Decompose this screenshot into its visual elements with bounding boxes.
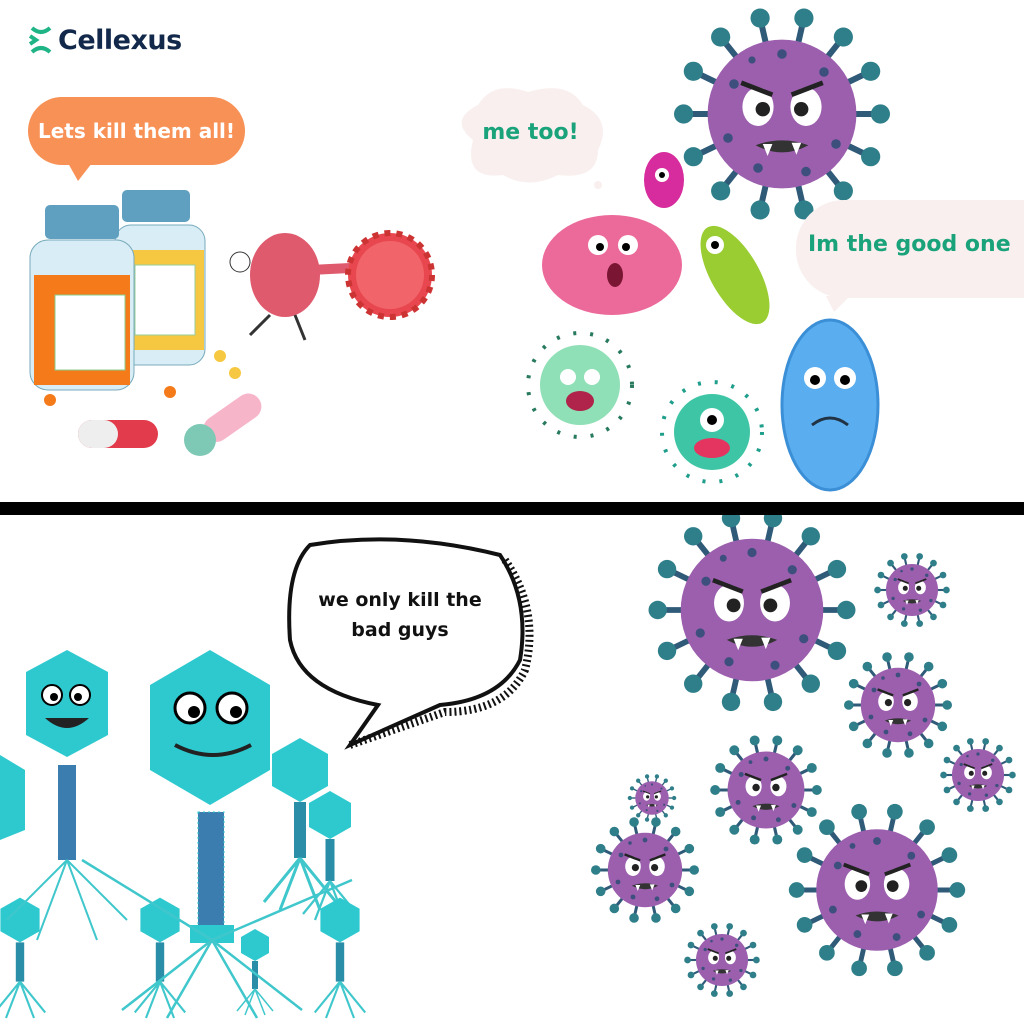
purple-virus-swarm <box>589 509 1017 998</box>
antibiotic-speech-bubble: Lets kill them all! <box>28 97 245 181</box>
comic-speech-bubble <box>287 537 525 750</box>
logo-mark-icon <box>28 26 52 54</box>
big-purple-virus-top <box>674 8 890 219</box>
thought-cloud <box>461 88 603 189</box>
teal-cyclops-virus <box>660 380 764 484</box>
antibody-fighter-illustration <box>229 230 435 341</box>
magenta-blob <box>644 152 684 208</box>
phage-speech-line-2: bad guys <box>351 619 449 641</box>
pill-bottles-illustration <box>29 190 262 456</box>
green-bacterium <box>700 225 770 325</box>
bacteriophages-illustration <box>0 650 367 1020</box>
good-bacteria-speech-bubble <box>796 200 1024 312</box>
thought-cloud-text: me too! <box>482 120 579 145</box>
antibiotic-speech-text: Lets kill them all! <box>37 119 236 143</box>
pink-bacterium <box>542 215 682 315</box>
comic-bubble-shadow <box>348 557 534 749</box>
phage-speech-line-1: we only kill the <box>318 589 482 611</box>
panel-divider <box>0 502 1024 515</box>
cellexus-logo[interactable]: Cellexus <box>28 24 182 56</box>
logo-text: Cellexus <box>58 24 182 56</box>
capsule-pills <box>44 350 262 456</box>
good-bacteria-speech-text: Im the good one <box>808 232 1011 257</box>
green-virus <box>526 331 634 439</box>
blue-bacterium <box>780 318 880 492</box>
phage-speech-text: we only kill the bad guys <box>300 585 500 645</box>
